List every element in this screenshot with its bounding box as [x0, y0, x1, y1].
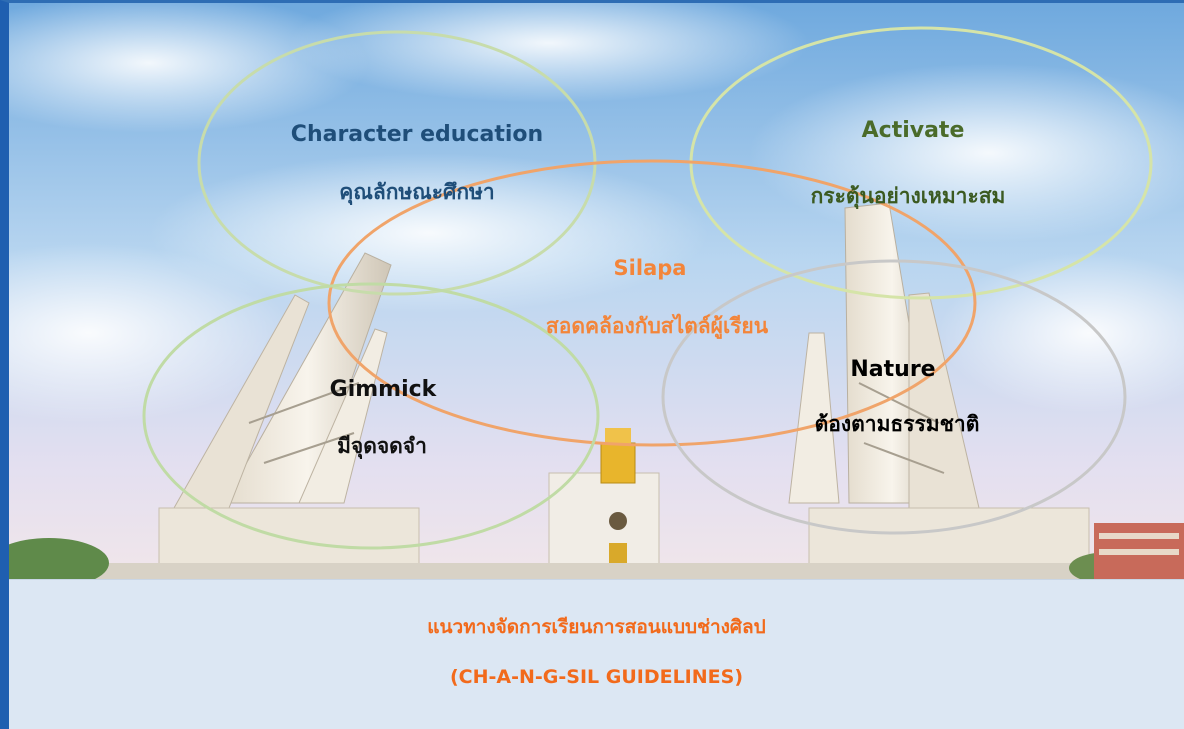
activate-title: Activate [862, 118, 965, 143]
guidelines-title-english: (CH-A-N-G-SIL GUIDELINES) [449, 666, 743, 688]
cloud [749, 63, 1184, 243]
character-education-subtitle: คุณลักษณะศึกษา [339, 180, 494, 206]
monument-center-turret [548, 428, 660, 579]
democracy-monument-photo: Character education คุณลักษณะศึกษา Activ… [9, 3, 1184, 579]
monument-base [9, 507, 1184, 579]
character-education-title: Character education [291, 122, 543, 147]
cloud [9, 243, 289, 423]
monument-right-wing [788, 202, 980, 509]
silapa-title: Silapa [614, 256, 687, 280]
caption-panel: แนวทางจัดการเรียนการสอนแบบช่างศิลป (CH-A… [9, 579, 1184, 729]
nature-title: Nature [850, 357, 935, 382]
gimmick-title: Gimmick [330, 377, 438, 402]
gimmick-subtitle: มีจุดจดจำ [337, 434, 427, 460]
circle-silapa [327, 159, 977, 447]
cloud [289, 3, 809, 103]
circle-gimmick [142, 282, 600, 550]
cloud [9, 3, 369, 133]
circle-nature [661, 259, 1127, 535]
building-right [1094, 523, 1184, 579]
guidelines-title-thai: แนวทางจัดการเรียนการสอนแบบช่างศิลป [427, 616, 766, 638]
activate-subtitle: กระตุ้นอย่างเหมาะสม [811, 184, 1006, 210]
nature-subtitle: ต้องตามธรรมชาติ [815, 412, 980, 436]
background-photo: Character education คุณลักษณะศึกษา Activ… [9, 3, 1184, 579]
monument-left-wing [173, 252, 392, 509]
silapa-subtitle: สอดคล้องกับสไตล์ผู้เรียน [546, 313, 769, 340]
